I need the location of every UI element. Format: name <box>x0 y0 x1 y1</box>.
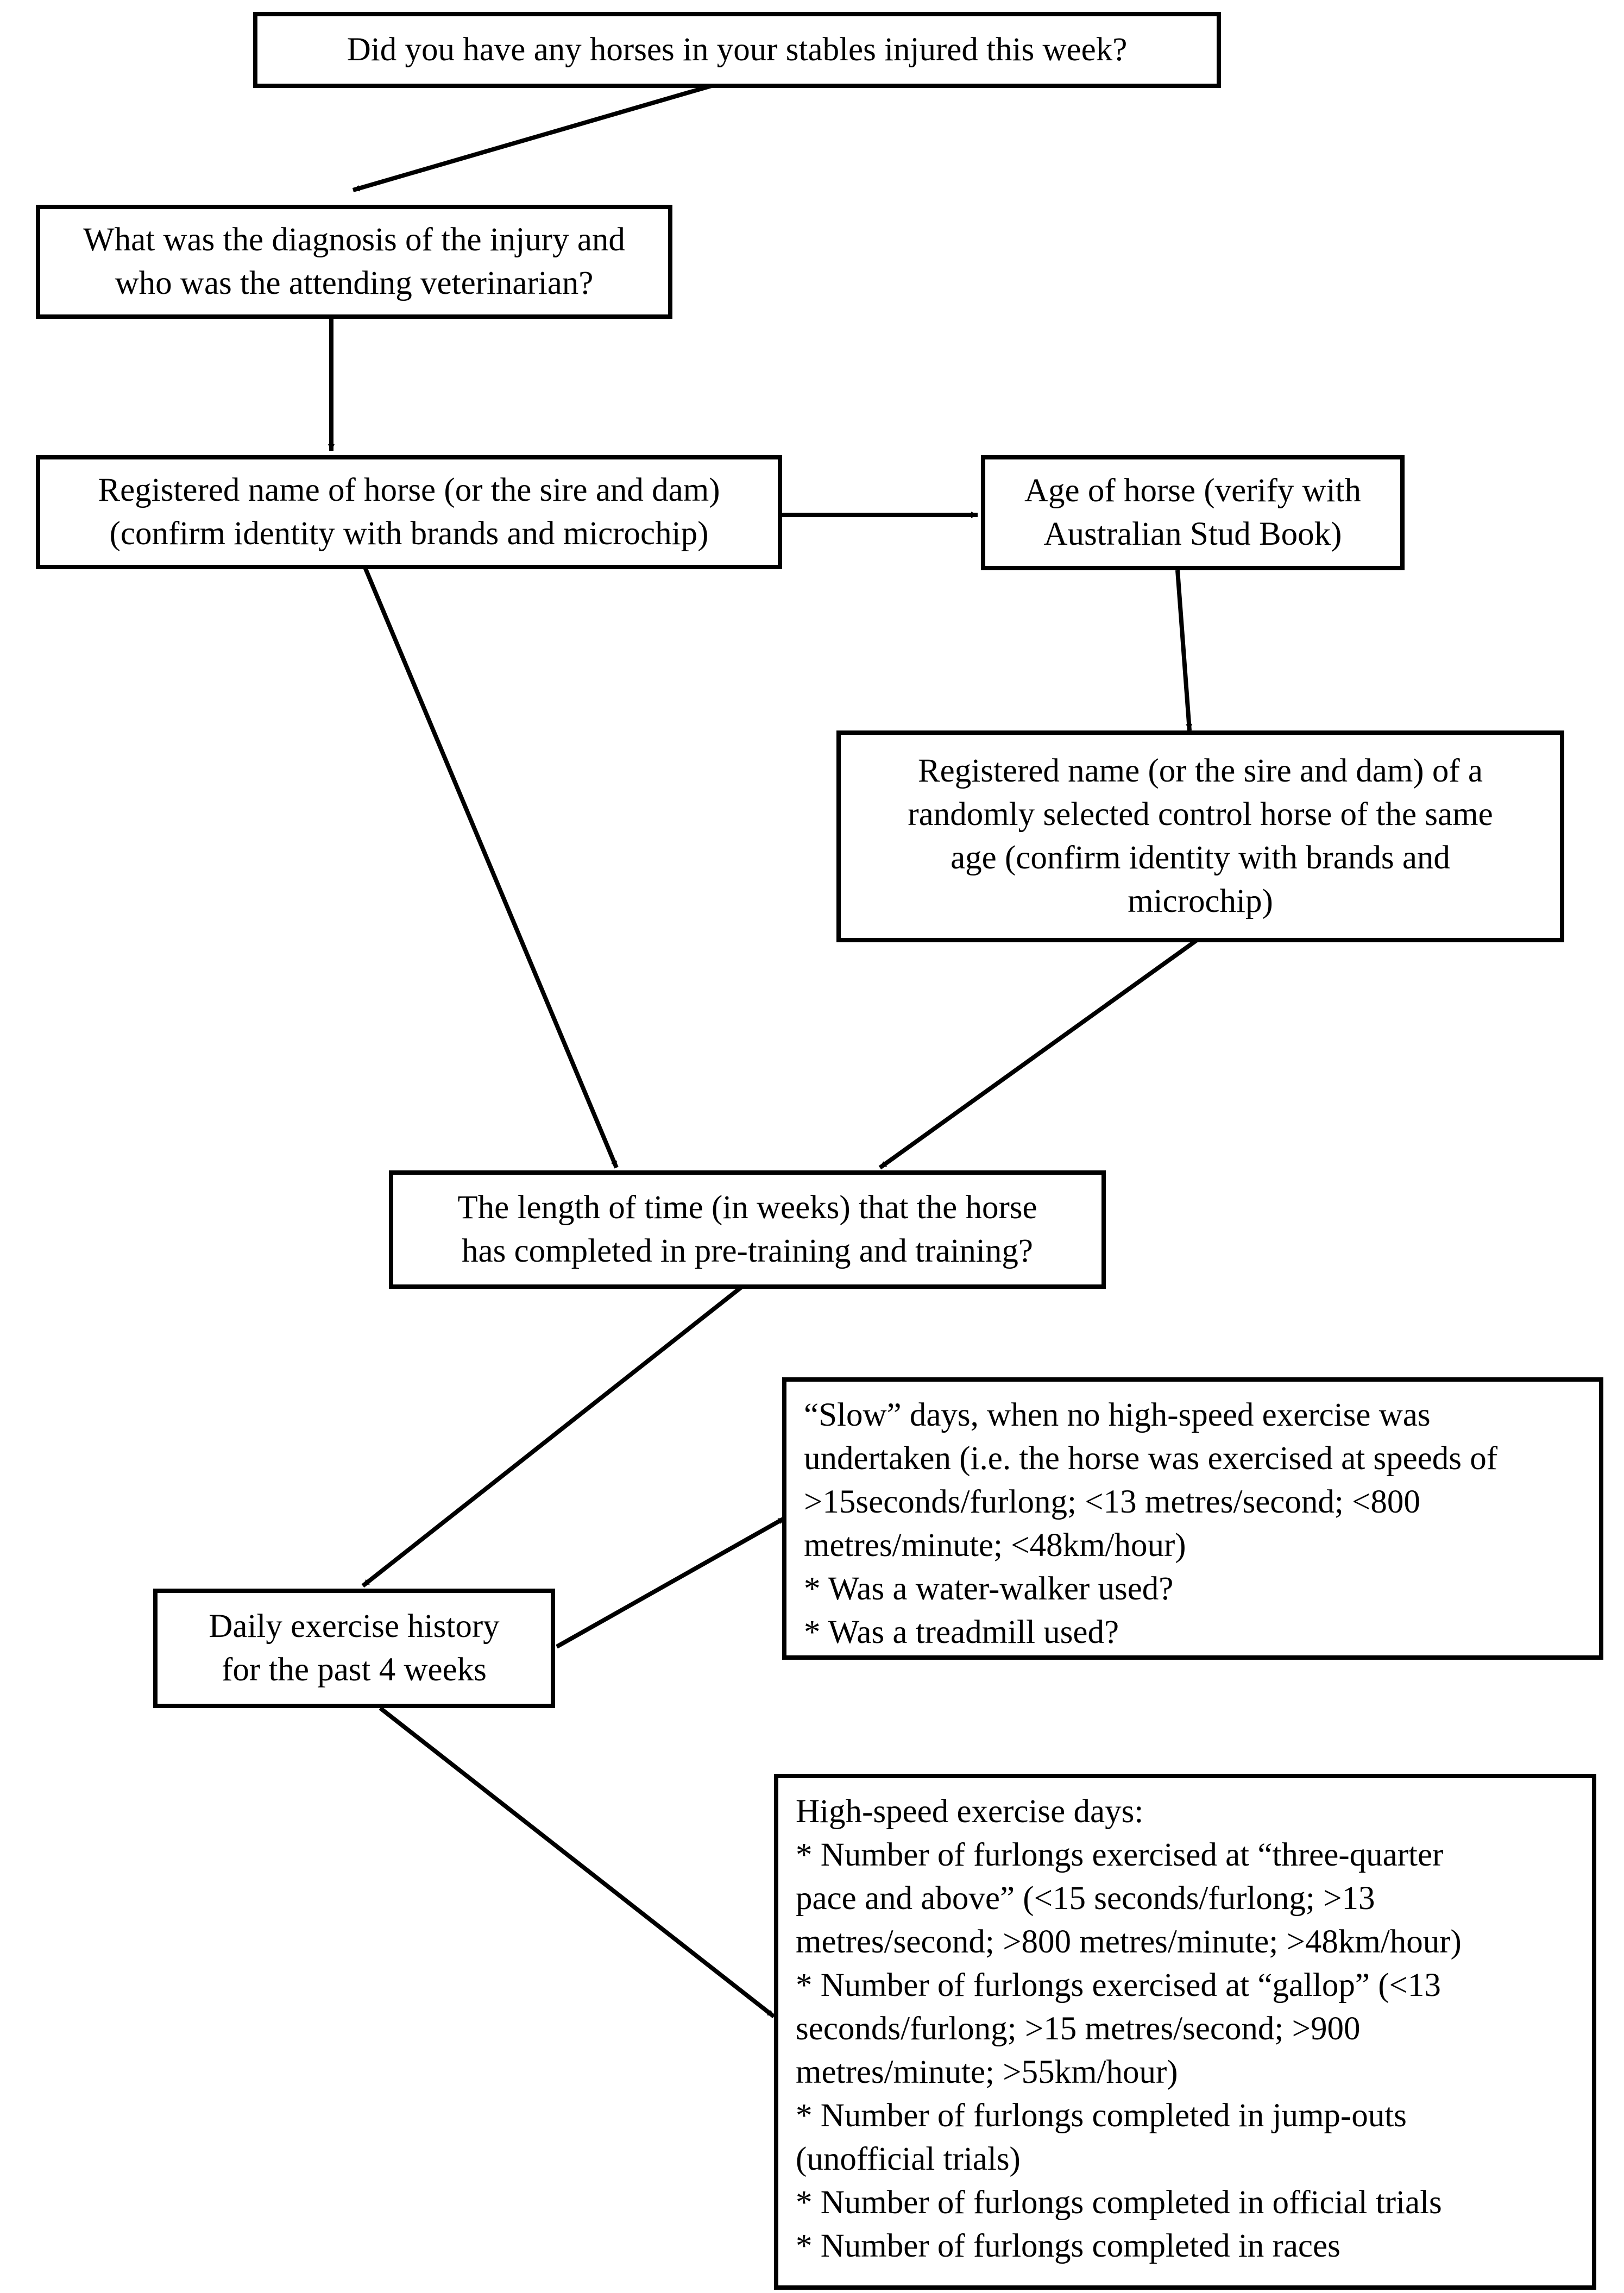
box-text-line: randomly selected control horse of the s… <box>908 796 1493 833</box>
box-text-line: undertaken (i.e. the horse was exercised… <box>804 1440 1498 1477</box>
box-text-line: * Number of furlongs exercised at “gallo… <box>796 1967 1441 2004</box>
box-text-line: Australian Stud Book) <box>1043 516 1342 552</box>
box-text-line: Age of horse (verify with <box>1024 473 1361 509</box>
box-text-line: What was the diagnosis of the injury and <box>83 222 625 258</box>
box-text-line: * Number of furlongs completed in jump-o… <box>796 2097 1407 2134</box>
arrow-q7-to-q9 <box>379 1706 776 2019</box>
question-box-daily-exercise-history: Daily exercise history for the past 4 wee… <box>153 1589 555 1708</box>
box-text-line: * Was a water-walker used? <box>804 1571 1174 1607</box>
box-text-line: Daily exercise history <box>209 1608 500 1645</box>
box-text-line: * Number of furlongs exercised at “three… <box>796 1837 1444 1873</box>
arrow-q1-to-q2 <box>352 84 713 192</box>
box-text-line: for the past 4 weeks <box>222 1652 487 1688</box>
box-text-line: High-speed exercise days: <box>796 1793 1144 1830</box>
box-text-line: metres/second; >800 metres/minute; >48km… <box>796 1924 1462 1960</box>
arrow-q4-to-q5 <box>1175 570 1193 731</box>
box-text-line: age (confirm identity with brands and <box>951 840 1450 876</box>
question-box-control-horse: Registered name (or the sire and dam) of… <box>836 730 1564 942</box>
question-box-registered-name: Registered name of horse (or the sire an… <box>36 455 782 569</box>
box-text-line: * Was a treadmill used? <box>804 1614 1119 1651</box>
box-text-line: “Slow” days, when no high-speed exercise… <box>804 1397 1431 1433</box>
question-box-training-length: The length of time (in weeks) that the h… <box>389 1170 1106 1289</box>
box-text-line: The length of time (in weeks) that the h… <box>457 1189 1037 1226</box>
box-text-line: pace and above” (<15 seconds/furlong; >1… <box>796 1880 1375 1917</box>
box-text-line: who was the attending veterinarian? <box>115 265 594 301</box>
box-text-line: metres/minute; >55km/hour) <box>796 2054 1178 2090</box>
box-text-line: metres/minute; <48km/hour) <box>804 1527 1186 1564</box>
box-text-line: Registered name (or the sire and dam) of… <box>918 753 1483 789</box>
arrow-q7-to-q8 <box>556 1516 786 1649</box>
question-box-injured-this-week: Did you have any horses in your stables … <box>253 12 1221 88</box>
box-text-line: Did you have any horses in your stables … <box>347 32 1128 68</box>
box-text-line: * Number of furlongs completed in races <box>796 2228 1340 2264</box>
box-text-line: >15seconds/furlong; <13 metres/second; <… <box>804 1484 1420 1520</box>
box-text-line: seconds/furlong; >15 metres/second; >900 <box>796 2011 1361 2047</box>
box-text-line: has completed in pre-training and traini… <box>462 1233 1033 1269</box>
info-box-slow-days: “Slow” days, when no high-speed exercise… <box>782 1377 1603 1660</box>
info-box-high-speed-days: High-speed exercise days: * Number of fur… <box>774 1774 1596 2290</box>
arrow-q6-to-q7 <box>361 1285 743 1588</box>
arrow-q5-to-q6 <box>878 937 1199 1170</box>
box-text-line: Registered name of horse (or the sire an… <box>98 472 720 508</box>
arrow-q3-to-q6 <box>362 564 619 1169</box>
question-box-diagnosis-veterinarian: What was the diagnosis of the injury and… <box>36 205 672 319</box>
box-text-line: microchip) <box>1128 883 1273 919</box>
box-text-line: * Number of furlongs completed in offici… <box>796 2184 1442 2221</box>
box-text-line: (confirm identity with brands and microc… <box>109 515 709 552</box>
box-text-line: (unofficial trials) <box>796 2141 1021 2177</box>
